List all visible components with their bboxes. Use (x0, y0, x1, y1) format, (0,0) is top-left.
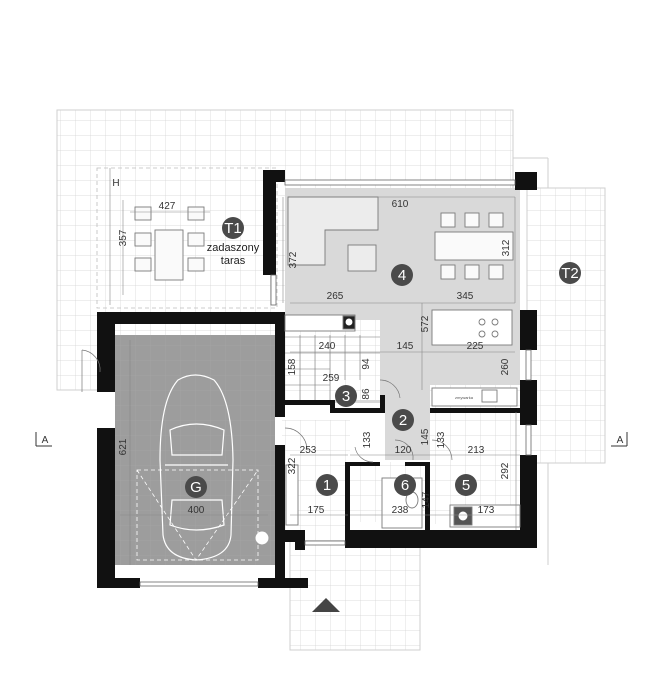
badge-room-3: 3 (342, 388, 350, 405)
badge-room-5: 5 (462, 477, 470, 494)
windows (139, 179, 532, 587)
dim-r2-width: 120 (395, 445, 412, 456)
terrace-label-line1: zadaszony (207, 242, 260, 254)
room-badges (185, 217, 581, 498)
dim-r4-h2: 312 (501, 239, 512, 256)
dim-hall-width: 145 (397, 341, 414, 352)
dim-stairs-width: 240 (319, 341, 336, 352)
dim-terrace-width: 427 (159, 201, 176, 212)
badge-garage: G (190, 479, 202, 496)
dim-r4-h1: 372 (288, 251, 299, 268)
car-icon (159, 374, 234, 561)
dim-r2-height: 145 (420, 428, 431, 445)
dim-r4-h3: 572 (420, 315, 431, 332)
badge-room-1: 1 (323, 477, 331, 494)
garage-door-swing (136, 469, 259, 561)
dim-r6-width: 238 (392, 505, 409, 516)
furniture (134, 196, 521, 545)
dimension-lines (109, 168, 520, 565)
dim-r1-width: 253 (300, 445, 317, 456)
dim-r3-height: 86 (361, 388, 372, 400)
dim-r4-left: 265 (327, 291, 344, 302)
dim-r1-bottom: 175 (308, 505, 325, 516)
terrace-label-line2: taras (221, 255, 246, 267)
dim-r5-bottom: 173 (478, 505, 495, 516)
dim-r6-height: 147 (421, 491, 432, 508)
dim-r5-height: 292 (500, 462, 511, 479)
dim-stairs-height: 158 (287, 358, 298, 375)
badge-room-4: 4 (398, 267, 406, 284)
grid-marker: H (112, 178, 119, 189)
dim-r1-height: 322 (287, 457, 298, 474)
dim-133a: 133 (362, 431, 373, 448)
dim-r4-width: 610 (392, 199, 409, 210)
dim-kitchen-width: 225 (467, 341, 484, 352)
section-mark-right: A (617, 435, 624, 446)
dim-r3-width: 259 (323, 373, 340, 384)
dim-r4-right: 345 (457, 291, 474, 302)
section-mark-lines (35, 432, 628, 447)
stairs (285, 335, 380, 400)
entrance-arrow-icon (312, 598, 340, 612)
badge-room-2: 2 (399, 412, 407, 429)
dim-terrace-height: 357 (118, 229, 129, 246)
dim-r5-width: 213 (468, 445, 485, 456)
badge-t2: T2 (561, 265, 579, 282)
badge-room-6: 6 (401, 477, 409, 494)
dim-garage-height: 621 (118, 438, 129, 455)
dim-r3-side: 94 (361, 358, 372, 370)
section-mark-left: A (42, 435, 49, 446)
dim-garage-width: 400 (188, 505, 205, 516)
appliance-label: zmywarka (455, 395, 474, 400)
badge-t1: T1 (224, 220, 242, 237)
dim-133b: 133 (436, 431, 447, 448)
dim-kitchen-height: 260 (500, 358, 511, 375)
door-swings (81, 349, 453, 463)
